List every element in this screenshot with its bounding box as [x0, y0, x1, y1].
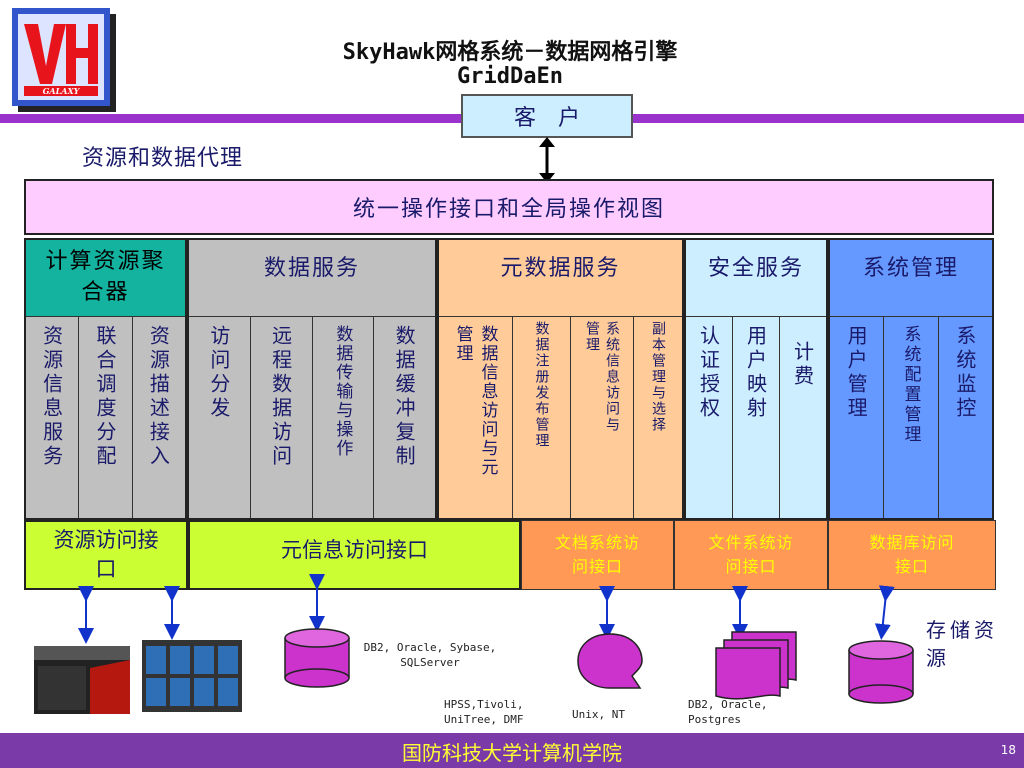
security-item-2: 计费: [790, 341, 815, 389]
footer-bar: 国防科技大学计算机学院 18: [0, 733, 1024, 768]
compute-item-0: 资源信息服务: [39, 325, 64, 469]
security-service-title: 安全服务: [707, 256, 804, 281]
arrow-storage: [874, 585, 895, 640]
client-double-arrow-icon: [539, 137, 555, 183]
divider-bar-right: [632, 114, 1024, 123]
system-management-group: 系统管理 用户管理 系统配置管理 系统监控: [828, 238, 994, 520]
meta-access-interface: 元信息访问接口: [188, 520, 521, 590]
meta-item-3: 副本管理与选择: [650, 321, 666, 433]
sysmgmt-item-0: 用户管理: [844, 325, 869, 421]
logo-brand-text: GALAXY: [42, 86, 80, 96]
compute-group: 计算资源聚合器 资源信息服务 联合调度分配 资源描述接入: [24, 238, 187, 520]
security-service-group: 安全服务 认证授权 用户映射 计费: [684, 238, 828, 520]
security-item-0: 认证授权: [696, 325, 721, 421]
sysmgmt-item-1: 系统配置管理: [900, 325, 921, 445]
metadata-service-title: 元数据服务: [500, 256, 621, 281]
resource-access-interface: 资源访问接口: [24, 520, 188, 590]
agent-label: 资源和数据代理: [82, 146, 244, 171]
metadata-service-group: 元数据服务 数据信息访问与元管理 数据注册发布管理 系统信息访问与管理 副本管理…: [437, 238, 684, 520]
unix-note: Unix, NT: [572, 708, 625, 721]
galaxy-logo: GALAXY: [12, 8, 110, 106]
stacked-files-icon: [715, 631, 797, 700]
slide-title-line1: SkyHawk网格系统－数据网格引擎: [342, 40, 678, 65]
meta-item-1: 数据注册发布管理: [533, 321, 550, 449]
compute-item-1: 联合调度分配: [92, 325, 117, 469]
compute-item-2: 资源描述接入: [146, 325, 171, 469]
tape-storage-icon: [577, 633, 643, 689]
divider-bar-left: [0, 114, 462, 123]
filesys-access-interface: 文件系统访问接口: [674, 520, 828, 590]
server-cabinet-icon: [142, 640, 242, 712]
meta-item-0: 数据信息访问与元管理: [452, 325, 498, 477]
page-number: 18: [1000, 743, 1016, 757]
server-rack-icon: [34, 646, 130, 714]
client-box: 客 户: [461, 94, 633, 138]
database-cylinder-icon: [284, 628, 350, 688]
data-service-group: 数据服务 访问分发 远程数据访问 数据传输与操作 数据缓冲复制: [187, 238, 437, 520]
storage-database-icon: [848, 640, 914, 704]
db1-note: DB2, Oracle, Sybase, SQLServer: [363, 641, 497, 670]
data-item-3: 数据缓冲复制: [392, 325, 417, 469]
docsys-access-interface: 文档系统访问接口: [521, 520, 674, 590]
data-service-title: 数据服务: [263, 256, 360, 281]
hpss-note: HPSS,Tivoli, UniTree, DMF: [444, 698, 524, 726]
data-item-0: 访问分发: [206, 325, 231, 421]
logo-vh-mark-icon: [24, 24, 98, 96]
storage-resource-label: 存储资源: [926, 618, 998, 670]
footer-org: 国防科技大学计算机学院: [402, 741, 622, 765]
compute-group-title: 计算资源聚合器: [26, 240, 185, 316]
slide-title-line2: GridDaEn: [457, 64, 563, 89]
security-item-1: 用户映射: [743, 325, 768, 421]
meta-item-2: 系统信息访问与管理: [584, 321, 620, 433]
data-item-1: 远程数据访问: [268, 325, 293, 469]
sysmgmt-item-2: 系统监控: [952, 325, 977, 421]
db-access-interface: 数据库访问接口: [828, 520, 996, 590]
postgres-note: DB2, Oracle, Postgres: [688, 698, 768, 726]
data-item-2: 数据传输与操作: [332, 325, 353, 458]
system-management-title: 系统管理: [862, 256, 959, 281]
unified-interface-box: 统一操作接口和全局操作视图: [24, 179, 994, 235]
